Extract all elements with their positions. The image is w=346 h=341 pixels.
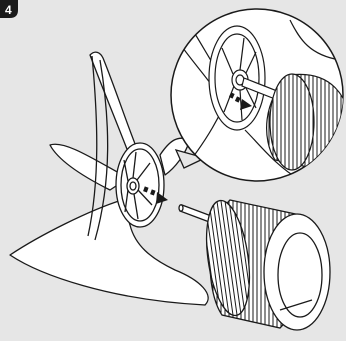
zoom-callout-pointer <box>174 149 207 169</box>
push-arrow <box>143 186 168 204</box>
blade-hub <box>115 142 165 228</box>
step-badge: 4 <box>0 0 18 18</box>
push-arrow-zoom <box>228 92 252 110</box>
zoom-callout <box>170 8 344 182</box>
ribbed-knob <box>205 199 331 331</box>
fan-blade <box>9 51 209 306</box>
step-number: 4 <box>5 3 12 17</box>
